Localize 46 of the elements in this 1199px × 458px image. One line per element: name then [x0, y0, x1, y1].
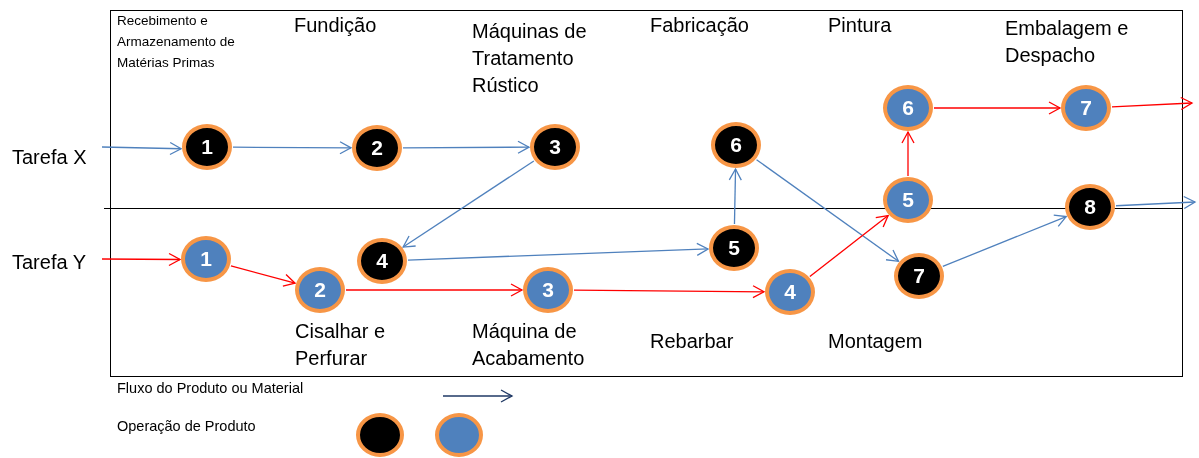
stage-label: Máquinas de Tratamento Rústico	[472, 19, 588, 98]
legend-text: Operação de Produto	[117, 418, 256, 434]
operation-circle: 6	[711, 122, 761, 168]
operation-circle: 2	[352, 125, 402, 171]
arrow	[1115, 195, 1196, 210]
arrow	[901, 131, 915, 177]
operation-circle: 2	[295, 267, 345, 313]
arrow	[728, 168, 742, 225]
operation-circle: 1	[181, 236, 231, 282]
arrow	[755, 159, 900, 262]
arrow	[101, 141, 182, 156]
lane-label: Tarefa Y	[12, 249, 87, 275]
stage-label: Montagem	[828, 329, 924, 354]
stage-label: Pintura	[828, 13, 893, 38]
operation-circle: 8	[1065, 184, 1115, 230]
operation-circle: 3	[530, 124, 580, 170]
operation-circle: 7	[1061, 85, 1111, 131]
stage-label: Recebimento e Armazenamento de Matérias Primas	[117, 12, 236, 72]
stage-label: Máquina de Acabamento	[472, 319, 586, 371]
arrow	[101, 252, 181, 267]
stage-label: Embalagem e Despacho	[1005, 16, 1130, 68]
operation-circle: 4	[357, 238, 407, 284]
legend-text: Fluxo do Produto ou Material	[117, 380, 304, 396]
arrow	[809, 214, 889, 278]
stage-label: Rebarbar	[650, 329, 735, 354]
operation-circle: 6	[883, 85, 933, 131]
lane-label: Tarefa X	[12, 144, 87, 170]
stage-label: Cisalhar e Perfurar	[295, 319, 387, 371]
arrow	[402, 160, 535, 248]
arrow	[573, 285, 765, 299]
arrow	[942, 214, 1067, 268]
operation-circle: 3	[523, 267, 573, 313]
arrow	[402, 140, 530, 154]
arrow	[933, 101, 1061, 115]
arrow	[232, 141, 352, 155]
stage-label: Fundição	[294, 13, 378, 38]
stage-label: Fabricação	[650, 13, 750, 38]
arrow	[230, 265, 296, 287]
arrow	[407, 242, 709, 261]
arrow	[1111, 96, 1193, 111]
operation-circle: 5	[709, 225, 759, 271]
operation-circle: 4	[765, 269, 815, 315]
operation-circle: 1	[182, 124, 232, 170]
operation-circle: 7	[894, 253, 944, 299]
arrow	[345, 283, 523, 297]
operation-circle: 5	[883, 177, 933, 223]
